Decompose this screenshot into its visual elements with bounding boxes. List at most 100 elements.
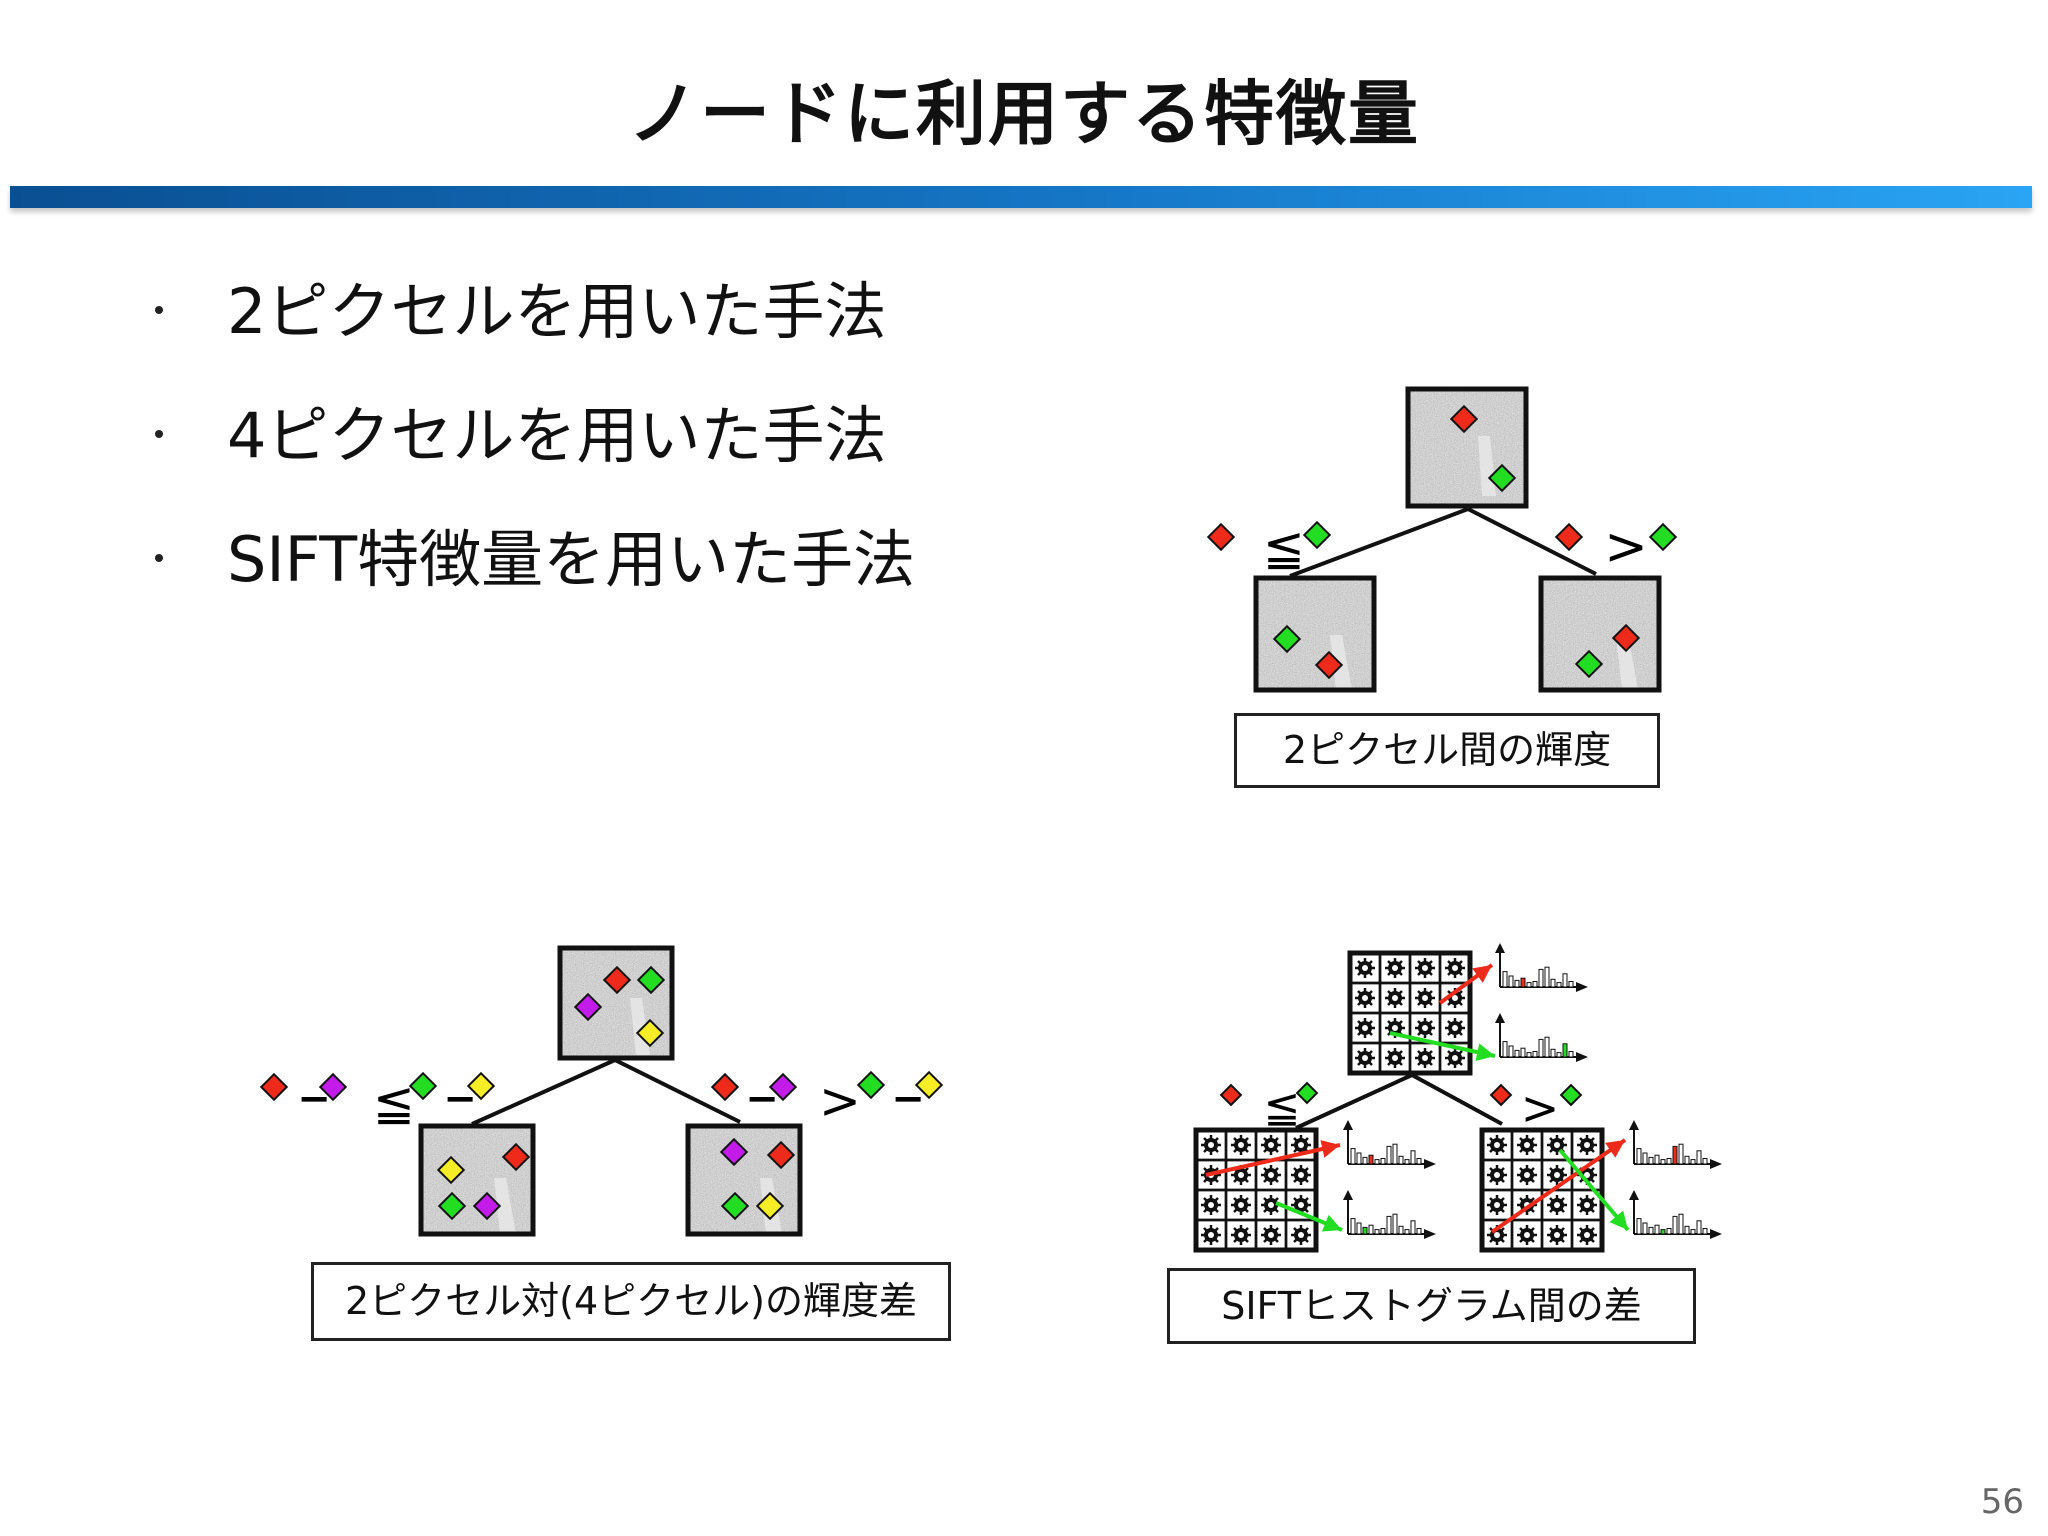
gradient-star-icon <box>1229 1193 1253 1217</box>
histogram-bar <box>1404 1159 1410 1165</box>
histogram-bar <box>1702 1228 1708 1235</box>
histogram-bar <box>1556 1052 1562 1058</box>
histogram-bar <box>1410 1220 1416 1235</box>
root-patch <box>557 945 675 1061</box>
relation-leq: ≦ <box>1263 519 1305 577</box>
tree-edge-right <box>1411 1073 1503 1126</box>
purple-diamond-icon <box>719 1137 749 1167</box>
relation-leq: ≦ <box>373 1074 415 1132</box>
histogram-bar <box>1398 1155 1404 1165</box>
tree-edge-right <box>1467 507 1597 576</box>
histogram-bar <box>1636 1148 1642 1165</box>
gradient-star-icon <box>1515 1133 1539 1157</box>
histogram-bar <box>1538 968 1544 988</box>
sift-root-grid <box>1347 943 1588 1076</box>
gradient-star-icon <box>1515 1223 1539 1247</box>
green-diamond-icon <box>437 1191 467 1221</box>
feature-arrow <box>1490 1138 1627 1234</box>
gradient-star-icon <box>1199 1193 1223 1217</box>
histogram-bar <box>1544 1036 1550 1058</box>
histogram-bar <box>1696 1220 1702 1235</box>
histogram-bar <box>1520 977 1526 988</box>
histogram-bar <box>1386 1215 1392 1235</box>
sift-right-comparison: > <box>1489 1081 1583 1135</box>
gradient-star-icon <box>1229 1223 1253 1247</box>
purple-diamond-icon <box>472 1191 502 1221</box>
arrow-up-icon <box>1343 1120 1353 1130</box>
green-diamond-icon <box>856 1070 886 1100</box>
histogram-bar <box>1392 1143 1398 1165</box>
arrow-right-icon <box>1710 1229 1722 1239</box>
arrow-head-icon <box>1475 1043 1495 1061</box>
histogram-bar <box>1404 1229 1410 1235</box>
arrow-head-icon <box>1472 965 1492 983</box>
green-diamond-icon <box>1295 1081 1319 1105</box>
histogram-bar <box>1642 1152 1648 1165</box>
left-comparison: − ≦ − <box>259 1071 496 1132</box>
red-diamond-icon <box>1554 522 1584 552</box>
gradient-star-icon <box>1383 986 1407 1010</box>
sift-diagram: ≦ > <box>1193 943 1722 1253</box>
histogram-bar <box>1648 1156 1654 1165</box>
gradient-star-icon <box>1575 1193 1599 1217</box>
gradient-star-icon <box>1229 1133 1253 1157</box>
histogram-bar <box>1562 1043 1568 1058</box>
histogram-bar <box>1526 982 1532 988</box>
arrow-right-icon <box>1710 1159 1722 1169</box>
histogram-bar <box>1532 981 1538 988</box>
gradient-star-icon <box>1413 956 1437 980</box>
tree-edge-left <box>471 1058 616 1126</box>
bullet-text: 4ピクセルを用いた手法 <box>227 399 887 472</box>
bullet-item: 4ピクセルを用いた手法 <box>155 396 915 520</box>
histogram-bar <box>1410 1150 1416 1165</box>
green-diamond-icon <box>1487 463 1517 493</box>
green-diamond-icon <box>1559 1083 1583 1107</box>
green-diamond-icon <box>1272 624 1302 654</box>
sift-grid-cell <box>1284 1218 1318 1252</box>
bullet-list: 2ピクセルを用いた手法 4ピクセルを用いた手法 SIFT特徴量を用いた手法 <box>155 272 915 644</box>
right-child-patch <box>1538 575 1662 693</box>
histogram-bar <box>1416 1158 1422 1165</box>
histogram-bar <box>1374 1159 1380 1165</box>
bullet-text: 2ピクセルを用いた手法 <box>227 275 887 348</box>
arrow-right-icon <box>1576 1052 1588 1062</box>
red-diamond-icon <box>1611 623 1641 653</box>
green-diamond-icon <box>1648 522 1678 552</box>
gradient-star-icon <box>1353 1016 1377 1040</box>
arrow-up-icon <box>1629 1120 1639 1130</box>
histogram-bar <box>1672 1215 1678 1235</box>
gradient-star-icon <box>1199 1223 1223 1247</box>
bullet-dot-icon <box>155 430 163 438</box>
gradient-star-icon <box>1413 1046 1437 1070</box>
histogram-bar <box>1356 1152 1362 1165</box>
arrow-right-icon <box>1424 1159 1436 1169</box>
histogram-bar <box>1678 1143 1684 1165</box>
histogram-bar <box>1508 975 1514 988</box>
gradient-star-icon <box>1443 1016 1467 1040</box>
histogram-bar <box>1660 1229 1666 1235</box>
gradient-star-icon <box>1289 1223 1313 1247</box>
gradient-star-icon <box>1443 1046 1467 1070</box>
histogram-bar <box>1520 1047 1526 1058</box>
right-child-patch <box>685 1123 803 1237</box>
sift-grid-cell <box>1570 1218 1604 1252</box>
histogram-bar <box>1690 1229 1696 1235</box>
histogram-bar <box>1562 973 1568 988</box>
gradient-star-icon <box>1485 1133 1509 1157</box>
bullet-text: SIFT特徴量を用いた手法 <box>227 523 916 596</box>
purple-diamond-icon <box>318 1072 348 1102</box>
two-pixel-caption: 2ピクセル間の輝度 <box>1234 713 1660 788</box>
right-comparison: > <box>1554 517 1678 577</box>
gradient-star-icon <box>1199 1133 1223 1157</box>
arrow-up-icon <box>1495 943 1505 953</box>
sift-right-grid <box>1479 1120 1722 1253</box>
histogram-bar <box>1556 982 1562 988</box>
gradient-star-icon <box>1443 956 1467 980</box>
tree-edge-left <box>1289 507 1469 578</box>
histogram-bar <box>1666 1228 1672 1235</box>
histogram-bar <box>1350 1148 1356 1165</box>
histogram-bar <box>1672 1145 1678 1165</box>
bullet-item: SIFT特徴量を用いた手法 <box>155 520 915 644</box>
gradient-star-icon <box>1289 1163 1313 1187</box>
